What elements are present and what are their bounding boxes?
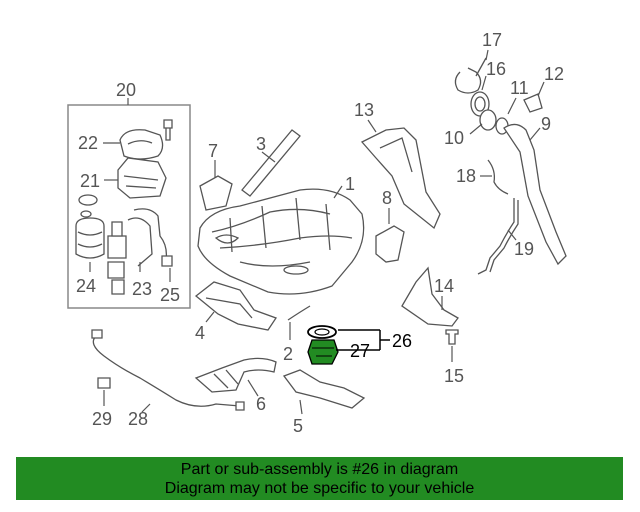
- part-10-ring: [479, 109, 497, 131]
- callout-1: 1: [345, 174, 355, 194]
- callout-24: 24: [76, 276, 96, 296]
- part-17-tether: [454, 67, 482, 94]
- callout-21: 21: [80, 171, 100, 191]
- part-7-pad: [199, 175, 233, 211]
- part-22-plate: [119, 129, 164, 160]
- part-23-pump: [107, 235, 127, 259]
- callout-6: 6: [256, 394, 266, 414]
- callout-25: 25: [160, 285, 180, 305]
- callout-26: 26: [392, 331, 412, 351]
- part-12-clip: [523, 93, 543, 113]
- callout-2: 2: [283, 344, 293, 364]
- part-4-heat-shield: [194, 281, 277, 331]
- part-2-strap: [287, 305, 311, 321]
- callout-12: 12: [544, 64, 564, 84]
- callout-22: 22: [78, 133, 98, 153]
- part-5-protector: [282, 369, 366, 409]
- part-13-cover: [360, 127, 441, 230]
- part-ring: [78, 194, 98, 206]
- parts-diagram: 20 22 21 24 23 25 7 3 1 4 2: [67, 30, 567, 436]
- callout-17: 17: [482, 30, 502, 50]
- part-15-clip: [445, 329, 459, 345]
- callout-28: 28: [128, 409, 148, 429]
- banner-line-2: Diagram may not be specific to your vehi…: [164, 480, 475, 497]
- callout-7: 7: [208, 141, 218, 161]
- callout-14: 14: [434, 276, 454, 296]
- callout-10: 10: [444, 128, 464, 148]
- part-3-strap: [241, 129, 301, 197]
- part-24-filter: [75, 217, 105, 259]
- part-6-pipe: [194, 357, 277, 393]
- part-29-clip: [97, 377, 111, 389]
- callout-19: 19: [514, 239, 534, 259]
- callout-5: 5: [293, 416, 303, 436]
- callout-23: 23: [132, 279, 152, 299]
- callout-16: 16: [486, 59, 506, 79]
- part-26-gasket: [307, 325, 337, 339]
- callout-15: 15: [444, 366, 464, 386]
- part-8-bracket: [375, 225, 405, 263]
- callout-18: 18: [456, 166, 476, 186]
- part-14-shield: [401, 266, 459, 327]
- callout-8: 8: [382, 188, 392, 208]
- part-19-vent-line: [477, 198, 515, 275]
- part-25-connector: [161, 255, 173, 267]
- part-27-sender-unit: [307, 339, 339, 365]
- callout-27: 27: [350, 341, 370, 361]
- callout-3: 3: [256, 134, 266, 154]
- callout-20: 20: [116, 80, 136, 100]
- callout-9: 9: [541, 114, 551, 134]
- info-banner: Part or sub-assembly is #26 in diagram D…: [16, 457, 623, 500]
- part-bolt-top: [163, 119, 173, 141]
- part-9-filler-neck: [503, 123, 567, 266]
- banner-line-1: Part or sub-assembly is #26 in diagram: [180, 461, 459, 478]
- callout-13: 13: [354, 100, 374, 120]
- callout-11: 11: [510, 78, 529, 98]
- part-18-hose: [487, 159, 509, 195]
- callout-4: 4: [195, 323, 205, 343]
- callout-29: 29: [92, 409, 112, 429]
- part-28-harness: [92, 335, 241, 407]
